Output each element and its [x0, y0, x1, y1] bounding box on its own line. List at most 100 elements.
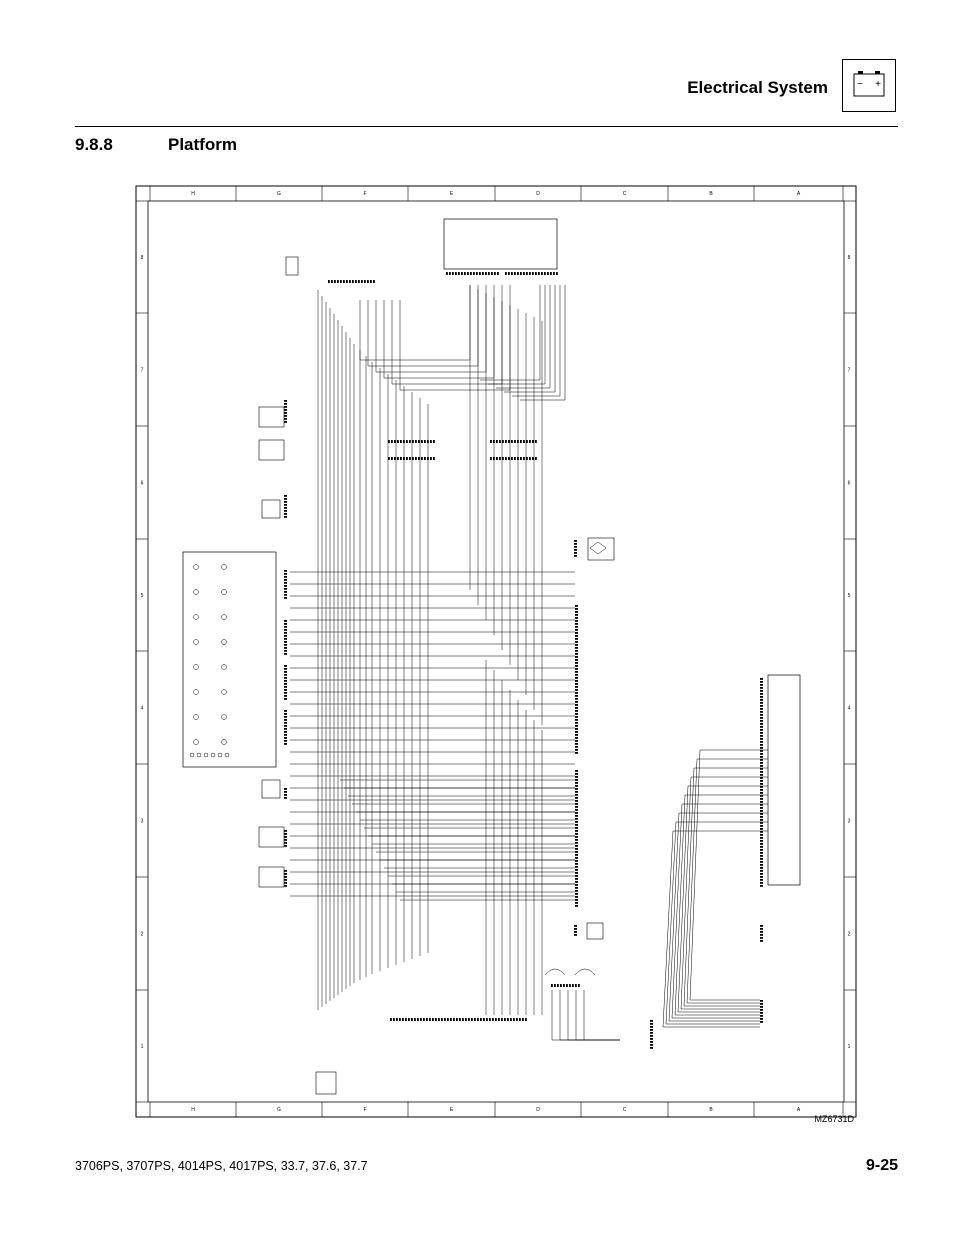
connector-pin — [519, 1018, 521, 1021]
connector-pin — [284, 647, 287, 649]
connector-pin — [574, 928, 577, 930]
connector-pin — [563, 984, 565, 987]
connector-pin — [650, 1026, 653, 1028]
connector-pin — [529, 457, 531, 460]
connector-pin — [575, 656, 578, 658]
connector-pin — [420, 1018, 422, 1021]
connector-pin — [284, 788, 287, 790]
connector-pin — [284, 638, 287, 640]
connector-pin — [575, 860, 578, 862]
connector-pin — [508, 457, 510, 460]
connector-pin — [575, 683, 578, 685]
connector-pin — [575, 875, 578, 877]
connector-pin — [399, 1018, 401, 1021]
led-indicators — [189, 541, 607, 976]
wire-route — [520, 285, 566, 401]
connector-pin — [760, 843, 763, 845]
connector-pin — [575, 905, 578, 907]
zone-number-label: 8 — [141, 255, 144, 261]
connector-pin — [575, 842, 578, 844]
connector-pin — [575, 728, 578, 730]
connector-pin — [511, 457, 513, 460]
connector-pin — [517, 272, 519, 275]
zone-number-label: 7 — [141, 368, 144, 374]
connector-pin — [284, 495, 287, 497]
connector-pin — [284, 626, 287, 628]
connector-pin — [575, 809, 578, 811]
connector-pin — [760, 684, 763, 686]
connector-pin — [492, 1018, 494, 1021]
connector-pin — [391, 440, 393, 443]
connector-pin — [284, 873, 287, 875]
connector-pin — [575, 839, 578, 841]
right-connector-block — [767, 674, 801, 886]
connector-pin — [575, 698, 578, 700]
led-indicator — [224, 752, 230, 758]
connector-pin — [502, 440, 504, 443]
sensor-symbol — [589, 541, 607, 555]
connector-pin — [575, 608, 578, 610]
led-indicator — [210, 752, 216, 758]
connector-pin — [557, 984, 559, 987]
connector-pin — [340, 280, 342, 283]
connector-pin — [284, 882, 287, 884]
connector-pin — [414, 1018, 416, 1021]
wire-route — [504, 285, 556, 393]
connector-pin — [575, 872, 578, 874]
connector-pin — [430, 440, 432, 443]
connector-pin — [760, 813, 763, 815]
wire-route — [689, 749, 768, 1001]
connector-pin — [284, 582, 287, 584]
connector-pin — [358, 280, 360, 283]
connector-pin — [284, 677, 287, 679]
zone-number-label: 8 — [848, 255, 851, 261]
connector-pin — [284, 406, 287, 408]
connector-pin — [284, 734, 287, 736]
connector-pin — [575, 695, 578, 697]
connector-pin — [575, 902, 578, 904]
connector-pin — [575, 611, 578, 613]
connector-pin — [388, 440, 390, 443]
connector-pin — [520, 272, 522, 275]
connector-pin — [760, 765, 763, 767]
connector-pin — [575, 650, 578, 652]
connector-pin — [284, 885, 287, 887]
connector-pin — [284, 671, 287, 673]
connector-pin — [574, 549, 577, 551]
connector-pin — [575, 857, 578, 859]
connector-pin — [517, 440, 519, 443]
connector-pin — [352, 280, 354, 283]
zone-number-label: 3 — [848, 819, 851, 825]
connector-pin — [575, 848, 578, 850]
connector-pin — [499, 457, 501, 460]
connector-pin — [575, 722, 578, 724]
connector-pin — [337, 280, 339, 283]
connector-pin — [760, 855, 763, 857]
switch-component-3 — [258, 826, 285, 848]
connector-pin — [760, 711, 763, 713]
connector-pin — [760, 822, 763, 824]
connector-pin — [760, 771, 763, 773]
connector-pin — [760, 759, 763, 761]
connector-pin — [575, 638, 578, 640]
zone-letter-label: B — [709, 1107, 713, 1113]
connector-pin — [456, 1018, 458, 1021]
connector-pin — [284, 683, 287, 685]
connector-pin — [426, 1018, 428, 1021]
connector-pin — [760, 696, 763, 698]
zone-letter-label: F — [363, 191, 366, 197]
connector-pin — [575, 674, 578, 676]
connector-pin — [760, 708, 763, 710]
connector-pins — [284, 272, 763, 1049]
connector-pin — [447, 1018, 449, 1021]
connector-pin — [575, 623, 578, 625]
connector-pin — [575, 746, 578, 748]
connector-pin — [284, 830, 287, 832]
wire-route — [367, 285, 479, 367]
connector-pin — [397, 440, 399, 443]
connector-pin — [397, 457, 399, 460]
connector-pin — [574, 934, 577, 936]
wire-route — [359, 285, 471, 361]
connector-pin — [575, 713, 578, 715]
zone-number-label: 1 — [848, 1044, 851, 1050]
